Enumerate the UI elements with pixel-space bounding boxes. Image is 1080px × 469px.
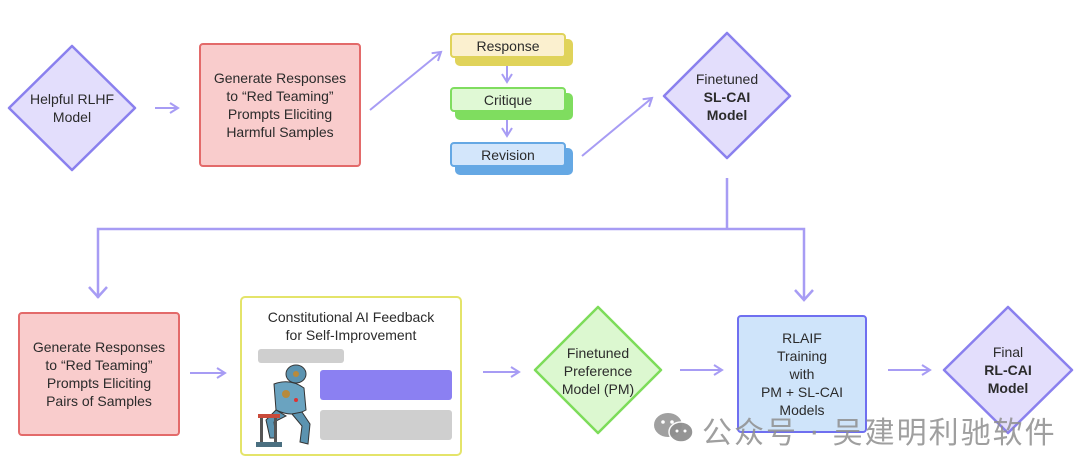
label-line: Training [776, 348, 828, 364]
title-line: for Self-Improvement [285, 327, 417, 343]
revision-label: Revision [481, 146, 535, 163]
rlaif-training-box: RLAIF Training with PM + SL-CAI Models [737, 315, 867, 433]
label-line: Generate Responses [213, 70, 347, 86]
label-line: Pairs of Samples [46, 393, 152, 409]
connector-sl-cai-branch [96, 178, 806, 300]
response-card: Response [450, 33, 566, 58]
revision-card: Revision [450, 142, 566, 167]
generate-harmful-samples-label: Generate Responses to “Red Teaming” Prom… [201, 45, 359, 165]
chat-bubble-gray-small [258, 349, 344, 363]
generate-pairs-of-samples-box: Generate Responses to “Red Teaming” Prom… [18, 312, 180, 436]
label-line: Model [987, 380, 1029, 396]
generate-harmful-samples-box: Generate Responses to “Red Teaming” Prom… [199, 43, 361, 167]
label-line: RLAIF [782, 330, 822, 346]
label-line: Models [779, 402, 825, 418]
label-line: Helpful RLHF [29, 91, 115, 107]
helpful-rlhf-model-label: Helpful RLHF Model [20, 88, 124, 128]
wechat-icon [654, 413, 694, 443]
label-line: Prompts Eliciting [46, 375, 152, 391]
label-line: SL-CAI [703, 89, 751, 105]
rlaif-training-label: RLAIF Training with PM + SL-CAI Models [739, 317, 865, 431]
label-line: PM + SL-CAI [760, 384, 844, 400]
final-rl-cai-model-label: Final RL-CAI Model [958, 343, 1058, 397]
label-line: Final [992, 344, 1024, 360]
arrowhead-to-rlaif [794, 289, 814, 302]
label-line: Prompts Eliciting [227, 106, 333, 122]
label-line: Generate Responses [32, 339, 166, 355]
response-label: Response [476, 37, 540, 54]
watermark-text: 公众号 · 吴建明利驰软件 [702, 416, 1057, 451]
label-line: Harmful Samples [226, 124, 334, 140]
critique-card: Critique [450, 87, 566, 112]
constitutional-ai-feedback-title: Constitutional AI Feedback for Self-Impr… [242, 306, 460, 346]
helpful-rlhf-diamond [7, 44, 137, 172]
label-line: to “Red Teaming” [45, 357, 153, 373]
constitutional-ai-feedback-panel: Constitutional AI Feedback for Self-Impr… [240, 296, 462, 456]
label-line: with [789, 366, 815, 382]
label-line: Model (PM) [561, 381, 635, 397]
preference-model-diamond [533, 305, 663, 435]
sl-cai-diamond [662, 31, 792, 160]
label-line: Preference [563, 363, 633, 379]
label-line: to “Red Teaming” [226, 88, 334, 104]
chat-bubble-gray-large [320, 410, 452, 440]
chat-bubble-purple [320, 370, 452, 400]
sl-cai-model-label: Finetuned SL-CAI Model [677, 70, 777, 124]
arrow-generate-to-response [369, 50, 443, 111]
label-line: Finetuned [695, 71, 759, 87]
arrow-revision-to-sl-cai [581, 96, 654, 157]
generate-pairs-of-samples-label: Generate Responses to “Red Teaming” Prom… [20, 314, 178, 434]
label-line: RL-CAI [984, 362, 1032, 378]
label-line: Model [52, 109, 92, 125]
critique-label: Critique [483, 91, 533, 108]
arrowhead-to-generate-pairs [88, 286, 108, 299]
label-line: Finetuned [566, 345, 630, 361]
thinker-robot-icon [256, 364, 311, 447]
label-line: Model [706, 107, 748, 123]
preference-model-label: Finetuned Preference Model (PM) [545, 343, 651, 399]
final-rl-cai-diamond [942, 305, 1074, 435]
title-line: Constitutional AI Feedback [267, 309, 435, 325]
